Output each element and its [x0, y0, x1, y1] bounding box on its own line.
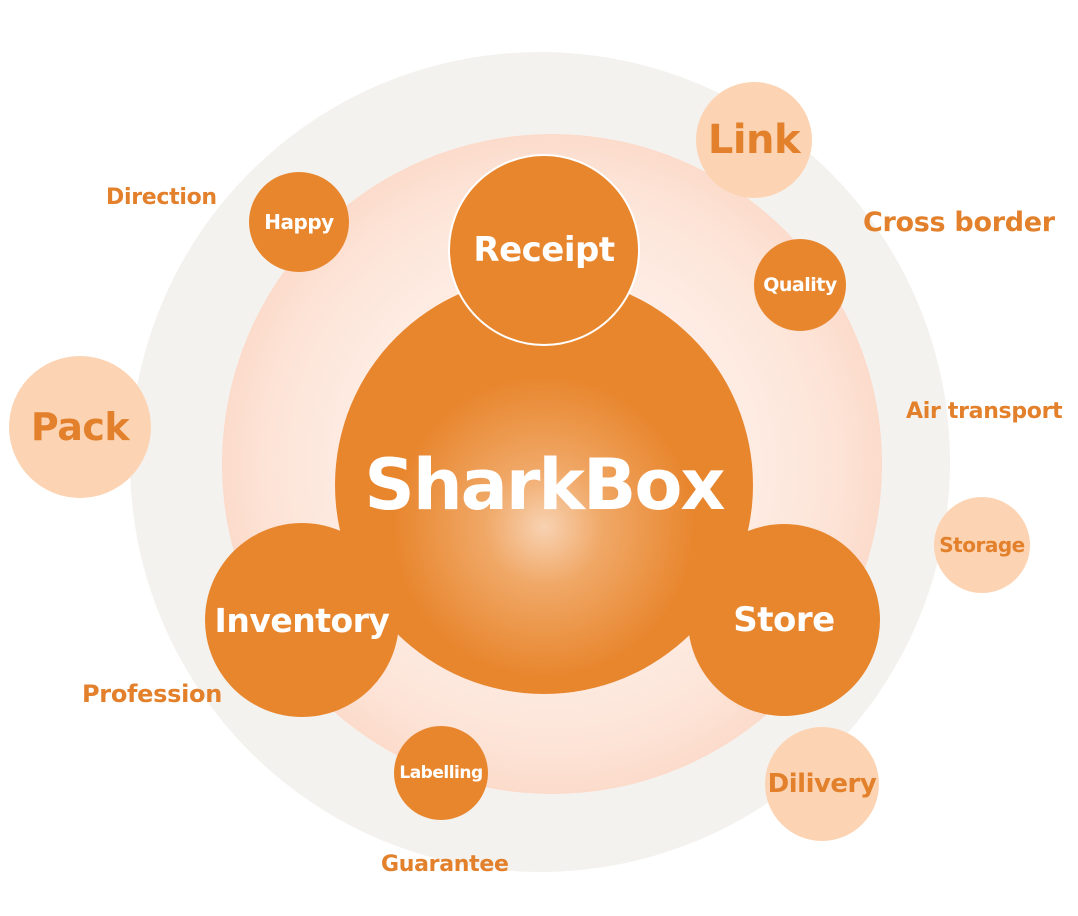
node-happy: Happy [249, 172, 349, 272]
label-guarantee: Guarantee [381, 852, 509, 877]
node-quality: Quality [754, 239, 846, 331]
node-receipt-label: Receipt [473, 230, 615, 270]
node-inventory-label: Inventory [214, 600, 390, 640]
node-quality-label: Quality [763, 274, 837, 296]
center-node-sharkbox: SharkBox [335, 276, 753, 694]
label-profession: Profession [82, 680, 223, 708]
node-dilivery-label: Dilivery [767, 769, 877, 799]
center-label: SharkBox [364, 444, 725, 526]
label-air-transport: Air transport [906, 399, 1063, 424]
node-store-label: Store [733, 600, 835, 640]
label-direction: Direction [106, 185, 217, 210]
label-cross-border: Cross border [863, 207, 1055, 238]
node-storage-label: Storage [939, 533, 1025, 557]
node-labelling: Labelling [394, 726, 488, 820]
node-inventory: Inventory [205, 523, 399, 717]
node-happy-label: Happy [264, 210, 334, 234]
node-link-label: Link [707, 117, 801, 163]
node-dilivery: Dilivery [765, 727, 879, 841]
node-pack: Pack [9, 356, 151, 498]
node-link: Link [696, 82, 812, 198]
node-pack-label: Pack [30, 405, 130, 449]
node-receipt: Receipt [448, 154, 640, 346]
node-storage: Storage [934, 497, 1030, 593]
node-labelling-label: Labelling [399, 763, 483, 783]
node-store: Store [688, 524, 880, 716]
